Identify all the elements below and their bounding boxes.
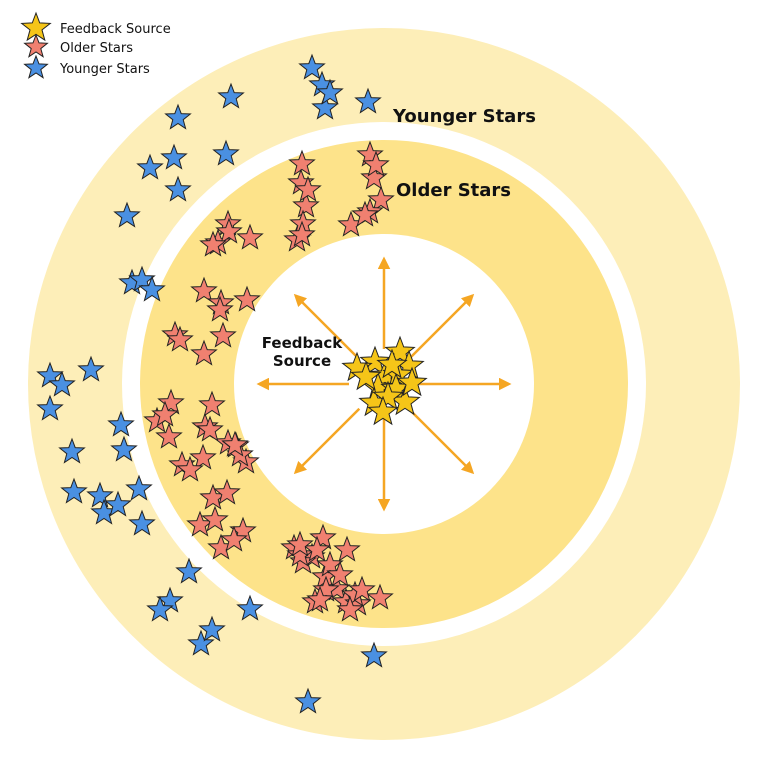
older-star	[236, 223, 264, 250]
older-star	[351, 200, 379, 227]
older-star	[326, 560, 354, 587]
younger-star	[164, 175, 192, 202]
older-star	[176, 455, 204, 482]
legend-item-older: Older Stars	[23, 33, 133, 58]
younger-star	[77, 355, 105, 382]
younger-star	[48, 370, 76, 397]
older-star	[201, 505, 229, 532]
younger-stars-group	[36, 53, 388, 714]
younger-star	[136, 153, 164, 180]
younger-star	[360, 641, 388, 668]
younger-star	[311, 93, 339, 120]
older-stars-group	[143, 140, 395, 622]
older-star	[221, 430, 249, 457]
older-star	[286, 530, 314, 557]
younger-star	[107, 410, 135, 437]
older-star	[199, 230, 227, 257]
younger-star	[160, 143, 188, 170]
feedback-star	[367, 395, 399, 426]
younger-star	[86, 481, 114, 508]
younger-star	[164, 103, 192, 130]
older-star	[303, 535, 331, 562]
feedback-stars-group	[341, 335, 428, 426]
older-star	[157, 388, 185, 415]
younger-stars-label: Younger Stars	[392, 106, 536, 127]
legend-item-younger: Younger Stars	[23, 54, 150, 79]
younger-star	[187, 629, 215, 656]
feedback-star	[372, 380, 404, 411]
older-stars-label: Older Stars	[396, 180, 511, 201]
older-star	[209, 321, 237, 348]
legend-item-feedback: Feedback Source	[20, 11, 171, 42]
legend-star-icon	[23, 33, 49, 58]
legend-star-icon	[23, 54, 49, 79]
younger-star	[294, 687, 322, 714]
feedback-arrow	[407, 407, 475, 475]
older-star	[215, 217, 243, 244]
older-star	[190, 276, 218, 303]
younger-star	[138, 275, 166, 302]
younger-star	[104, 490, 132, 517]
younger-star	[316, 78, 344, 105]
younger-star-icon	[23, 54, 49, 79]
younger-star	[236, 594, 264, 621]
feedback-source-label-line1: Feedback	[262, 334, 343, 352]
younger-star	[36, 394, 64, 421]
older-star	[213, 478, 241, 505]
feedback-arrows	[256, 256, 512, 512]
feedback-star	[350, 360, 382, 391]
feedback-star	[384, 335, 416, 366]
younger-star	[354, 87, 382, 114]
feedback-star	[359, 345, 391, 376]
younger-star	[198, 615, 226, 642]
older-star	[309, 523, 337, 550]
older-star	[206, 295, 234, 322]
older-star	[288, 220, 316, 247]
legend-label-younger: Younger Stars	[59, 62, 150, 77]
feedback-source-label-line2: Source	[273, 352, 331, 370]
older-star	[292, 191, 320, 218]
younger-star	[212, 139, 240, 166]
younger-star	[298, 53, 326, 80]
younger-star	[110, 435, 138, 462]
younger-star	[125, 474, 153, 501]
feedback-star	[396, 366, 428, 397]
feedback-arrow	[407, 293, 475, 361]
older-star	[294, 175, 322, 202]
older-star	[190, 339, 218, 366]
younger-star	[175, 557, 203, 584]
older-star	[333, 535, 361, 562]
younger-star	[146, 595, 174, 622]
younger-star	[58, 437, 86, 464]
older-star	[166, 325, 194, 352]
younger-star	[113, 201, 141, 228]
feedback-arrow	[293, 293, 361, 361]
older-star	[306, 585, 334, 612]
older-star	[151, 400, 179, 427]
older-star	[362, 150, 390, 177]
older-star	[155, 422, 183, 449]
younger-star	[60, 477, 88, 504]
legend-label-older: Older Stars	[60, 41, 133, 56]
feedback-star	[376, 348, 408, 379]
feedback-arrow	[293, 407, 361, 475]
legend-label-feedback: Feedback Source	[60, 22, 171, 37]
older-star	[189, 443, 217, 470]
legend: Feedback Source Older Stars Younger Star…	[20, 11, 171, 79]
older-star	[198, 390, 226, 417]
older-star	[336, 595, 364, 622]
older-star	[196, 415, 224, 442]
older-star	[286, 540, 314, 567]
older-star	[220, 525, 248, 552]
younger-star	[217, 82, 245, 109]
older-star	[367, 185, 395, 212]
older-star-icon	[23, 33, 49, 58]
older-star	[288, 149, 316, 176]
older-star	[348, 575, 376, 602]
older-star	[233, 285, 261, 312]
older-star	[366, 583, 394, 610]
younger-star	[128, 509, 156, 536]
